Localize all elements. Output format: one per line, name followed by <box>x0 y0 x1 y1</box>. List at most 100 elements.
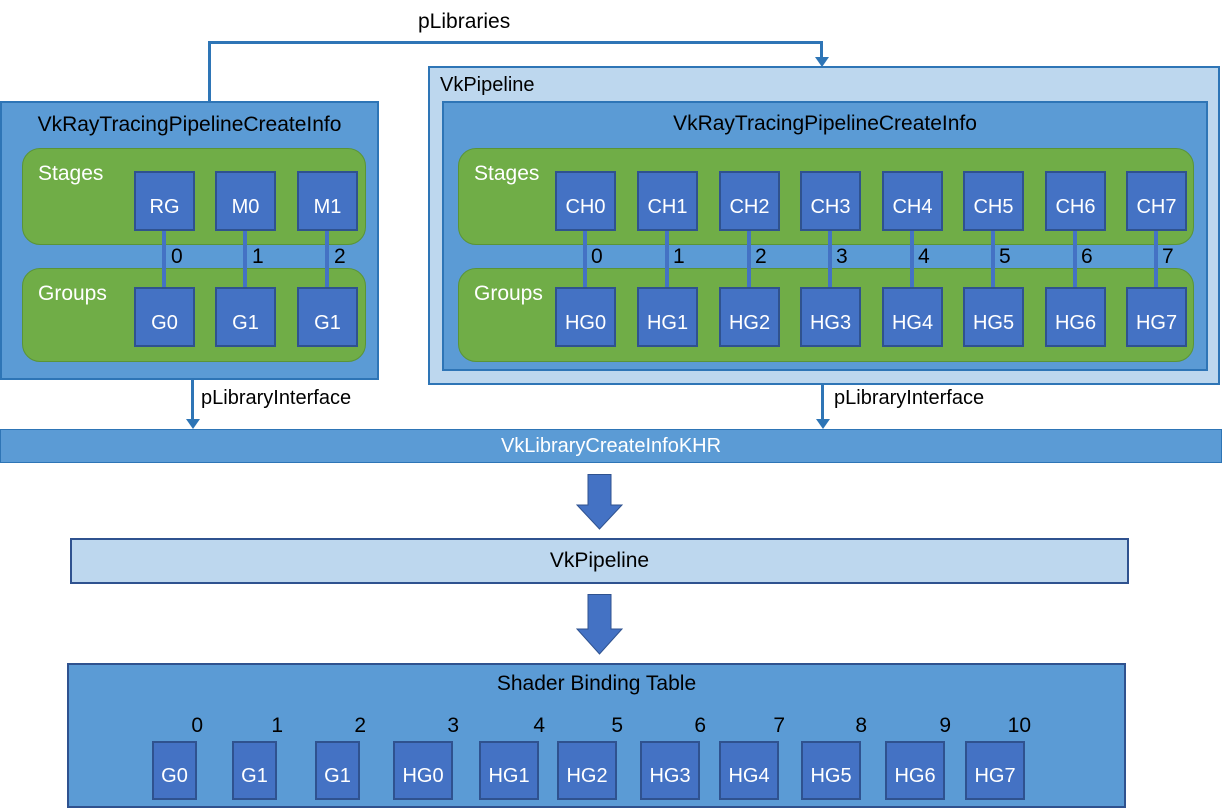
sbt-index: 7 <box>773 714 785 737</box>
sbt-square: G1 <box>232 741 277 800</box>
plibrary-interface-connector <box>821 385 824 419</box>
stage-square: CH6 <box>1045 171 1106 231</box>
sbt-entry: 2 G1 <box>315 714 366 800</box>
plibraries-label: pLibraries <box>418 10 511 33</box>
down-block-arrow-icon <box>576 474 623 530</box>
vkpipeline-bar-label: VkPipeline <box>549 549 650 572</box>
sbt-entry: 0 G0 <box>152 714 203 800</box>
sbt-index: 4 <box>533 714 545 737</box>
sbt-entry: 9 HG6 <box>885 714 951 800</box>
sbt-entry: 8 HG5 <box>801 714 867 800</box>
stage-square: CH0 <box>555 171 616 231</box>
plibraries-connector-line <box>208 41 211 101</box>
group-index: 2 <box>755 245 767 268</box>
plibrary-interface-label: pLibraryInterface <box>834 387 985 409</box>
stage-square: CH4 <box>882 171 943 231</box>
stage-group-connector <box>747 229 751 289</box>
group-square: HG7 <box>1126 287 1187 347</box>
sbt-entry: 10 HG7 <box>965 714 1031 800</box>
stage-square: CH1 <box>637 171 698 231</box>
group-square: G1 <box>215 287 276 347</box>
sbt-index: 10 <box>1007 714 1031 737</box>
stage-group-connector <box>910 229 914 289</box>
group-index: 5 <box>999 245 1011 268</box>
arrowhead-icon <box>816 419 830 429</box>
sbt-square: HG3 <box>640 741 700 800</box>
group-index: 2 <box>334 245 346 268</box>
stage-square: CH7 <box>1126 171 1187 231</box>
plibrary-interface-connector <box>191 380 194 419</box>
stage-square: CH5 <box>963 171 1024 231</box>
stage-group-connector <box>325 229 329 289</box>
sbt-entry: 7 HG4 <box>719 714 785 800</box>
sbt-square: G1 <box>315 741 360 800</box>
stage-square: RG <box>134 171 195 231</box>
group-index: 6 <box>1081 245 1093 268</box>
shader-binding-table-box: Shader Binding Table 0 G0 1 G1 2 G1 3 HG… <box>67 663 1126 808</box>
group-index: 3 <box>836 245 848 268</box>
sbt-square: HG1 <box>479 741 539 800</box>
group-square: HG3 <box>800 287 861 347</box>
sbt-index: 6 <box>694 714 706 737</box>
group-index: 7 <box>1162 245 1174 268</box>
group-index: 0 <box>591 245 603 268</box>
sbt-square: HG4 <box>719 741 779 800</box>
arrowhead-icon <box>186 419 200 429</box>
group-index: 4 <box>918 245 930 268</box>
group-square: HG0 <box>555 287 616 347</box>
sbt-square: HG5 <box>801 741 861 800</box>
stage-group-connector <box>1073 229 1077 289</box>
sbt-entry: 3 HG0 <box>393 714 459 800</box>
groups-label: Groups <box>474 282 543 305</box>
plibrary-interface-label: pLibraryInterface <box>201 387 352 409</box>
group-index: 0 <box>171 245 183 268</box>
group-square: HG1 <box>637 287 698 347</box>
vkpipeline-label: VkPipeline <box>440 74 535 96</box>
sbt-index: 5 <box>611 714 623 737</box>
group-square: HG4 <box>882 287 943 347</box>
sbt-index: 8 <box>855 714 867 737</box>
group-square: HG2 <box>719 287 780 347</box>
stages-label: Stages <box>474 162 540 185</box>
group-square: G1 <box>297 287 358 347</box>
stage-group-connector <box>1154 229 1158 289</box>
stage-square: CH3 <box>800 171 861 231</box>
sbt-square: HG6 <box>885 741 945 800</box>
vkpipeline-bar: VkPipeline <box>70 538 1129 584</box>
group-square: G0 <box>134 287 195 347</box>
raytracing-createinfo-box: VkRayTracingPipelineCreateInfo Stages Gr… <box>0 101 379 380</box>
sbt-entry: 1 G1 <box>232 714 283 800</box>
sbt-entry: 6 HG3 <box>640 714 706 800</box>
stage-square: M0 <box>215 171 276 231</box>
group-index: 1 <box>252 245 264 268</box>
sbt-entry: 4 HG1 <box>479 714 545 800</box>
group-square: HG6 <box>1045 287 1106 347</box>
sbt-index: 3 <box>447 714 459 737</box>
sbt-index: 0 <box>191 714 203 737</box>
arrowhead-icon <box>815 57 829 67</box>
plibraries-connector-line <box>820 41 823 57</box>
sbt-entry: 5 HG2 <box>557 714 623 800</box>
stage-square: CH2 <box>719 171 780 231</box>
library-createinfo-label: VkLibraryCreateInfoKHR <box>500 434 722 457</box>
stage-group-connector <box>583 229 587 289</box>
groups-label: Groups <box>38 282 107 305</box>
group-square: HG5 <box>963 287 1024 347</box>
sbt-square: G0 <box>152 741 197 800</box>
sbt-index: 2 <box>354 714 366 737</box>
library-createinfo-bar: VkLibraryCreateInfoKHR <box>0 429 1222 463</box>
sbt-square: HG0 <box>393 741 453 800</box>
stage-group-connector <box>828 229 832 289</box>
plibraries-connector-line <box>208 41 823 44</box>
stage-group-connector <box>162 229 166 289</box>
stage-group-connector <box>243 229 247 289</box>
sbt-square: HG7 <box>965 741 1025 800</box>
sbt-index: 1 <box>271 714 283 737</box>
box-title: VkRayTracingPipelineCreateInfo <box>37 113 342 136</box>
raytracing-createinfo-box: VkRayTracingPipelineCreateInfo Stages Gr… <box>442 101 1208 371</box>
box-title: VkRayTracingPipelineCreateInfo <box>673 112 977 135</box>
sbt-title: Shader Binding Table <box>496 672 697 695</box>
sbt-index: 9 <box>939 714 951 737</box>
stage-group-connector <box>665 229 669 289</box>
sbt-square: HG2 <box>557 741 617 800</box>
